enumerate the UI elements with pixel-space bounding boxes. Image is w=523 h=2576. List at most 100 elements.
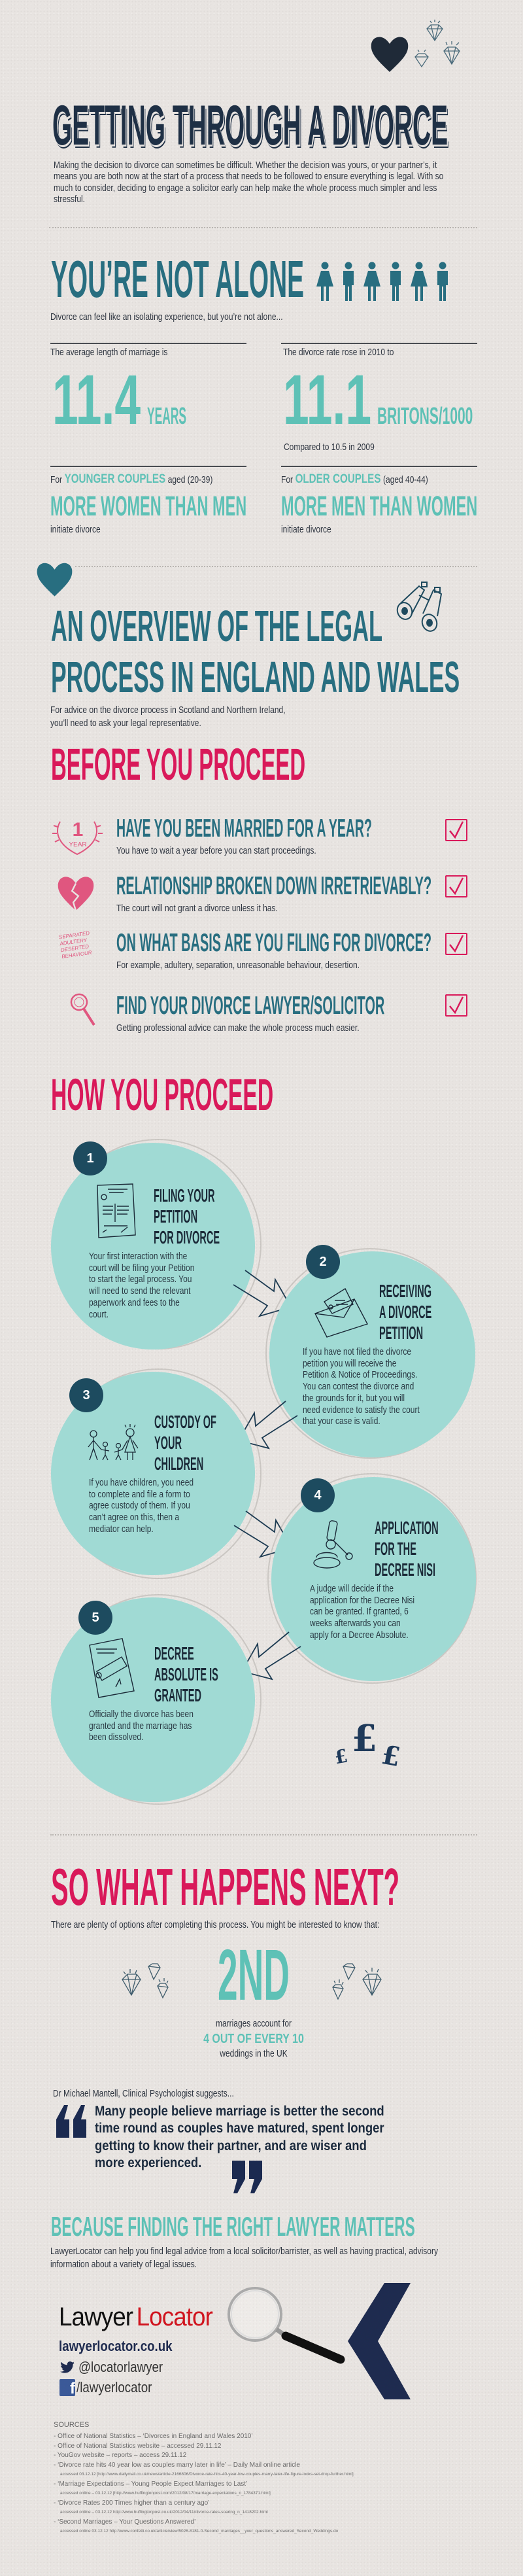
couples-older-line: For OLDER COUPLES (aged 40-44) (281, 472, 428, 487)
quote-attribution: Dr Michael Mantell, Clinical Psychologis… (53, 2088, 234, 2099)
heart-icon (37, 563, 73, 597)
step-title: DECREE ABSOLUTE IS GRANTED (154, 1643, 218, 1705)
magnifier-icon (70, 993, 95, 1026)
couples-suffix: initiate divorce (281, 524, 331, 535)
diamonds-left-icon (122, 1963, 169, 1999)
heart-icon (371, 37, 409, 72)
family-stick-figures-icon (88, 1424, 139, 1461)
source-url[interactable]: accessed online – 03.12.12 http://www.hu… (60, 2510, 268, 2515)
divider (281, 343, 477, 344)
man-icon (390, 262, 401, 301)
source-item: - Office of National Statistics – ‘Divor… (54, 2433, 253, 2440)
logo-part1: Lawyer (59, 2303, 133, 2331)
close-quote-icon (232, 2161, 262, 2193)
overview-title-line1: AN OVERVIEW OF THE LEGAL (51, 602, 383, 651)
step-number-badge: 4 (301, 1478, 335, 1512)
second-marriages-line3: weddings in the UK (220, 2048, 288, 2059)
facebook-icon: f (59, 2379, 75, 2396)
circle-outline (267, 1473, 477, 1684)
before-item-desc: You have to wait a year before you can s… (116, 845, 316, 856)
divider (50, 1834, 477, 1836)
logo-part2: Locator (136, 2303, 213, 2331)
man-icon (437, 262, 448, 301)
broken-heart-icon (58, 877, 94, 911)
step-body: If you have not filed the divorce petiti… (303, 1346, 420, 1427)
binoculars-icon (396, 582, 443, 632)
before-item-desc: For example, adultery, separation, unrea… (116, 960, 360, 971)
source-item: - ‘Marriage Expectations – Young People … (54, 2480, 248, 2488)
page-title: GETTING THROUGH A DIVORCE (52, 94, 448, 157)
step-2-circle (269, 1251, 475, 1457)
overview-subtitle: For advice on the divorce process in Sco… (50, 705, 286, 729)
pound-signs-icon: £ £ £ (333, 1717, 403, 1773)
step-title: FILING YOUR PETITION FOR DIVORCE (154, 1185, 220, 1247)
checkbox-checked (445, 933, 467, 955)
before-item-title: RELATIONSHIP BROKEN DOWN IRRETRIEVABLY? (116, 872, 432, 900)
divider (50, 343, 246, 344)
checkbox-checked (445, 819, 467, 841)
woman-icon (411, 262, 428, 301)
diamond-icon (414, 49, 429, 68)
source-url[interactable]: accessed online 03.12.12 http://www.conf… (60, 2529, 339, 2533)
granted-document-icon (89, 1638, 135, 1698)
sources-list: - Office of National Statistics – ‘Divor… (54, 2432, 354, 2537)
source-item: - ‘Divorce Rates 200 Times higher than a… (54, 2499, 210, 2507)
stat-value: 11.1 (283, 360, 372, 439)
group: YOUNGER COUPLES (64, 472, 166, 486)
twitter-handle[interactable]: @locatorlawyer (78, 2359, 163, 2375)
age: aged (20-39) (167, 474, 213, 485)
before-item-title: ON WHAT BASIS ARE YOU FILING FOR DIVORCE… (116, 929, 431, 957)
people-icons (316, 262, 448, 301)
quote-text: Many people believe marriage is better t… (95, 2104, 384, 2170)
source-item: - ‘Second Marriages – Your Questions Ans… (54, 2518, 196, 2526)
woman-icon (363, 262, 380, 301)
step-1-circle (51, 1143, 255, 1349)
divider (75, 566, 477, 567)
chevron-left-icon (348, 2283, 411, 2399)
checkmark-icon (449, 877, 464, 896)
checkbox-checked (445, 875, 467, 897)
step-4-circle (271, 1477, 476, 1681)
open-quote-icon (56, 2105, 86, 2138)
stat-note: Compared to 10.5 in 2009 (284, 442, 375, 453)
divider (50, 466, 246, 467)
second-marriages-line1: marriages account for (215, 2018, 292, 2029)
magnifying-glass-icon (228, 2287, 345, 2364)
not-alone-title: YOU’RE NOT ALONE (51, 250, 305, 308)
step-body: Your first interaction with the court wi… (89, 1251, 195, 1320)
facebook-handle[interactable]: /lawyerlocator (76, 2379, 152, 2395)
couples-headline: MORE WOMEN THAN MEN (50, 491, 247, 522)
next-title: SO WHAT HAPPENS NEXT? (51, 1858, 400, 1916)
website-link[interactable]: lawyerlocator.co.uk (59, 2338, 173, 2354)
step-number-badge: 1 (73, 1141, 107, 1175)
step-body: Officially the divorce has been granted … (89, 1709, 194, 1743)
stat-unit: BRITONS/1000 (377, 402, 473, 429)
step-title: RECEIVING A DIVORCE PETITION (379, 1281, 432, 1343)
gavel-icon (313, 1520, 353, 1569)
overview-title-line2: PROCESS IN ENGLAND AND WALES (51, 653, 460, 702)
source-item: - Office of National Statistics website … (54, 2442, 222, 2450)
next-subtitle: There are plenty of options after comple… (51, 1919, 380, 1930)
one-year-laurel-icon: 1 YEAR (52, 819, 103, 856)
man-icon (343, 262, 354, 301)
checkmark-icon (449, 935, 464, 953)
source-item: - ‘Divorce rate hits 40 year low as coup… (54, 2461, 300, 2469)
before-title: BEFORE YOU PROCEED (51, 739, 306, 790)
before-item-title: HAVE YOU BEEN MARRIED FOR A YEAR? (116, 814, 372, 843)
stat-unit: YEARS (147, 402, 187, 429)
intro-text: Making the decision to divorce can somet… (54, 160, 444, 205)
checkmark-icon (449, 996, 464, 1015)
source-url[interactable]: accessed online – 03.12.12 [http://www.h… (60, 2491, 271, 2496)
source-url[interactable]: accessed 03.12.12 [http://www.dailymail.… (60, 2472, 354, 2477)
diamond-icon (426, 20, 443, 42)
diamonds-right-icon (332, 1963, 382, 2000)
twitter-icon (60, 2361, 75, 2373)
divider (49, 227, 477, 228)
sources-heading: SOURCES (54, 2421, 90, 2429)
step-title: APPLICATION FOR THE DECREE NISI (375, 1518, 439, 1580)
prefix: For (281, 474, 293, 485)
checkmark-icon (449, 821, 464, 839)
stat-value: 11.4 (52, 360, 141, 439)
